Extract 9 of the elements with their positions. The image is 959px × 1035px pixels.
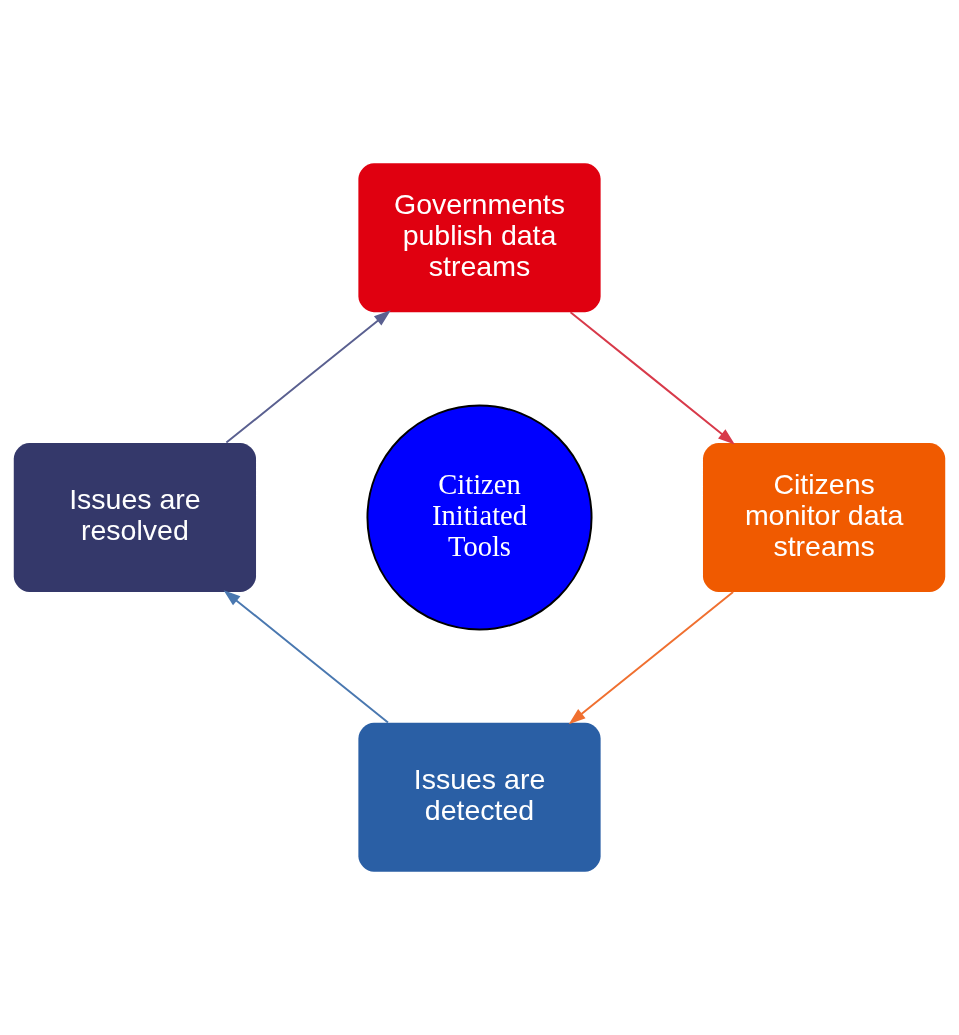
arrow [569, 311, 735, 445]
arrow [225, 310, 391, 444]
arrow [223, 590, 389, 724]
node-box: Issues are resolved [13, 443, 257, 592]
node-box: Governments publish data streams [358, 163, 601, 313]
arrow [568, 591, 735, 725]
node-box: Citizens monitor data streams [702, 443, 946, 592]
node-box: Issues are detected [358, 722, 601, 872]
node-circle: Citizen Initiated Tools [366, 404, 593, 631]
